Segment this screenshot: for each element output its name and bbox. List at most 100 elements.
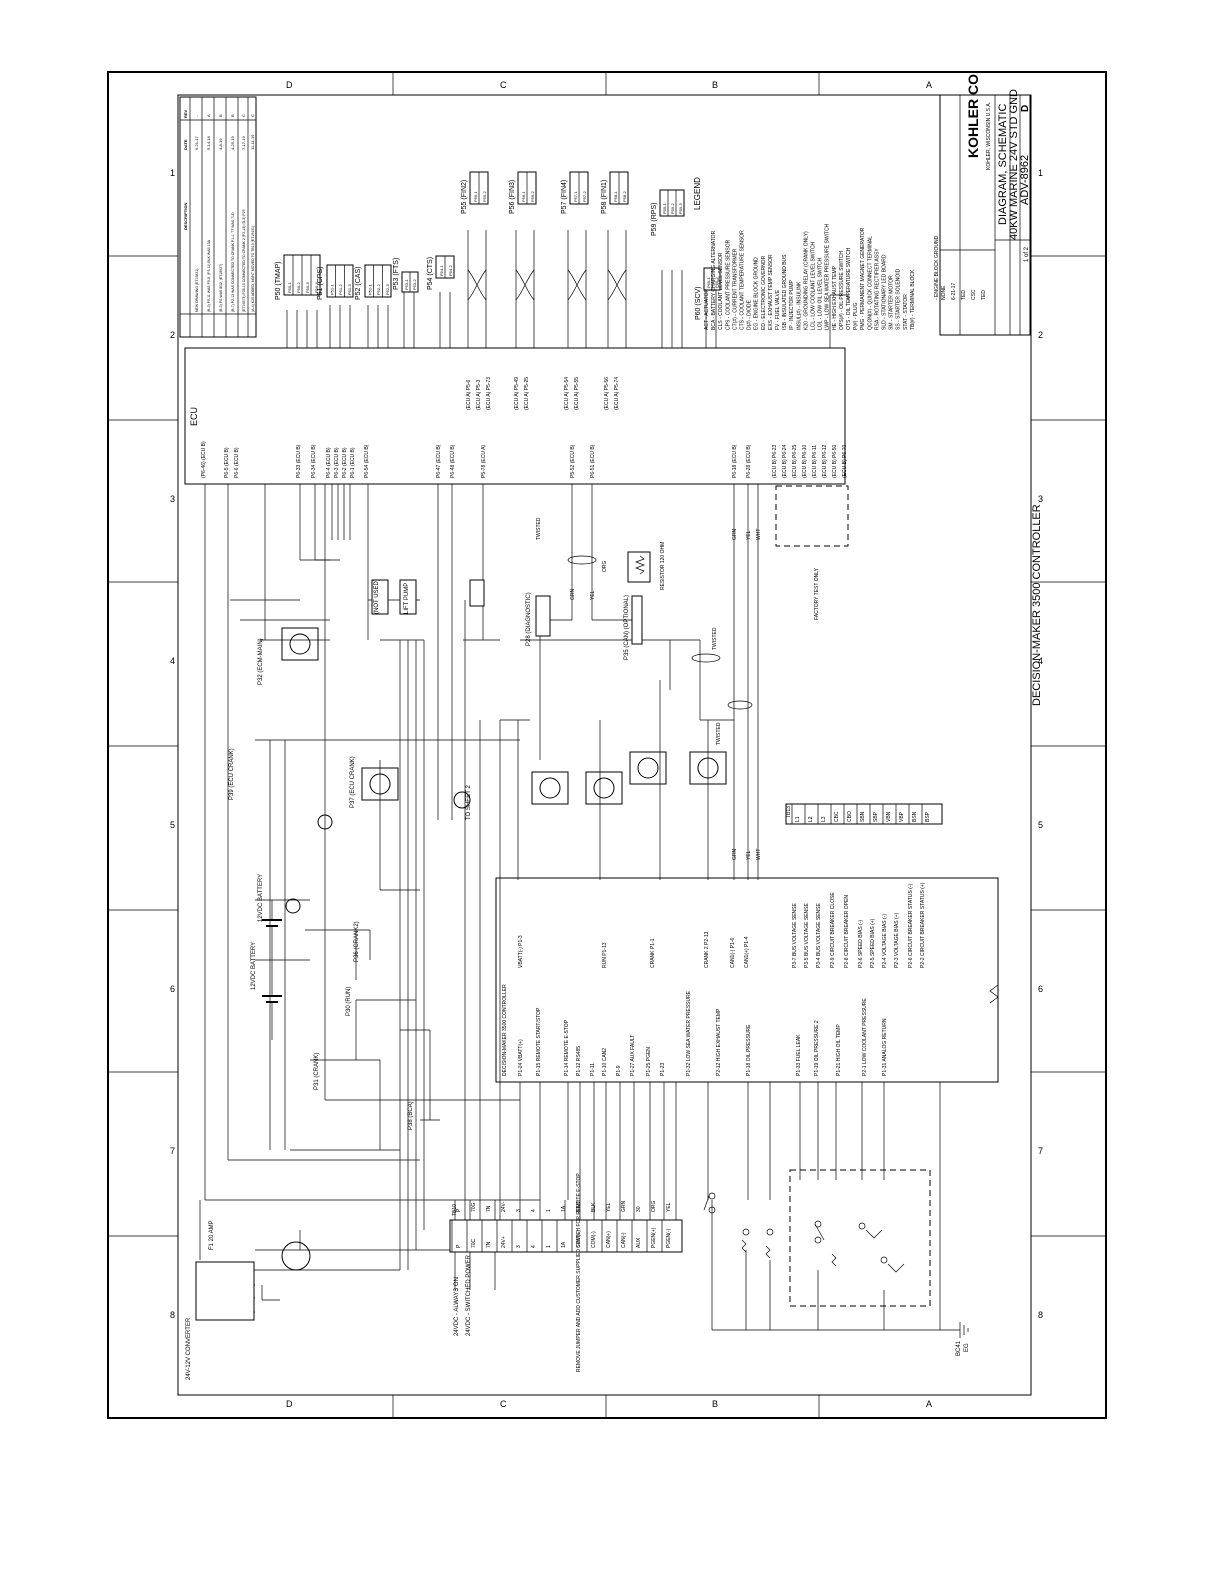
drawing-size: D — [1020, 105, 1031, 112]
diagnostic-label: P28 (DIAGNOSTIC) — [526, 592, 532, 646]
p36-label: P36 (CRANK2) — [354, 921, 360, 962]
legend-item: TB(#) - TERMINAL BLOCK — [910, 269, 916, 330]
rev-row-rev: - — [194, 115, 199, 117]
ecu-pin-label: (ECU B) P6-50 — [832, 444, 838, 478]
ecu-pin-label: P6-1 (ECU B) — [350, 447, 356, 478]
controller-input: P1-14 REMOTE E-STOP — [564, 1019, 570, 1076]
rev-row-rev: C — [241, 114, 246, 117]
sensor-name: P50 (TMAP) — [275, 261, 282, 300]
tb10-wire: 24V- — [501, 1201, 507, 1212]
legend-item: EXS - EXHAUST TEMP SENSOR — [768, 254, 774, 330]
factory-test-region — [775, 485, 849, 547]
ecu-pin-label: P6-18 (ECU B) — [732, 444, 738, 478]
sensor-name: P59 (RPS) — [651, 203, 658, 236]
legend-item: CTS - COOLANT TEMPERATURE SENSOR — [740, 230, 746, 330]
ecu-pin-label: P6-48 (ECU B) — [450, 444, 456, 478]
tb13-terminal: VBP — [899, 811, 905, 822]
svg-text:YEL: YEL — [746, 530, 752, 540]
rev-row-date: 9-14-18 — [206, 135, 211, 150]
sensor-connector — [364, 264, 392, 298]
rev-row-description: (B-3) P5-11 WAS P5-8, (P3-11) BLK WAS 10… — [207, 239, 211, 312]
legend-item: FV - FUEL VALVE — [775, 289, 781, 330]
sensor-pin: P60-1 — [706, 277, 711, 288]
zone-A-bottom: A — [926, 1399, 932, 1409]
controller-terminal: RUN P1-13 — [602, 942, 608, 968]
sensor-pin: P50-4 — [314, 282, 319, 293]
zone-1-right: 1 — [1038, 168, 1043, 178]
controller-input: P1-11 — [590, 1063, 596, 1076]
controller-terminal: P2-3 VOLTAGE BIAS (+) — [894, 912, 900, 968]
controller-terminal: P2-5 SPEED BIAS (+) — [870, 918, 876, 968]
controller-terminal: CAN1(-) P1-6 — [730, 937, 736, 968]
title-block: KOHLER CO. KOHLER, WISCONSIN U.S.A. DIAG… — [939, 70, 1031, 336]
tb10-terminal: CAN(+) — [606, 1231, 612, 1248]
legend-item: OTS - OIL TEMPERATURE SWITCH — [846, 247, 852, 330]
sensor-pin: P58-2 — [622, 191, 627, 202]
legend-item: RSA - ROTATING RECTIFIER ASSY — [874, 248, 880, 330]
sensor-pin: P55-2 — [482, 191, 487, 202]
main-wiring — [199, 484, 941, 1331]
checked-by: CSC — [971, 289, 977, 300]
ecu-pin-label: (ECU A) P5-49 — [514, 377, 520, 410]
sensor-connector — [326, 264, 354, 298]
controller-input: P1-23 — [660, 1062, 666, 1076]
zone-1-left: 1 — [170, 168, 175, 178]
rev-row-description: NEW DRAWING (ET15831) — [195, 269, 199, 312]
sensor-pin: P53-2 — [412, 279, 417, 290]
sensor-pin: P50-1 — [287, 282, 292, 293]
ecu-pin-label: P6-34 (ECU B) — [311, 444, 317, 478]
drawing-scale: NONE — [941, 285, 947, 300]
controller-input: P1-25 PGEN — [646, 1047, 652, 1076]
ecu-pin-label: P6-3 (ECU B) — [334, 447, 340, 478]
ecu-pin-label: P6-2 (ECU B) — [342, 447, 348, 478]
zone-8-right: 8 — [1038, 1310, 1043, 1320]
sensor-pin: P53-1 — [404, 279, 409, 290]
rev-header-rev: REV — [183, 109, 188, 118]
legend-item: D(#) - DIODE — [747, 299, 753, 330]
controller-terminal: CRANK 2 P2-13 — [704, 931, 710, 968]
zone-2-left: 2 — [170, 330, 175, 340]
controller-input: P1-19 OIL PRESSURE 2 — [814, 1020, 820, 1076]
factory-test-label: FACTORY TEST ONLY — [814, 567, 820, 620]
zone-labels: D C B A D C B A 8 7 6 5 4 3 2 1 8 7 6 5 … — [170, 80, 1043, 1409]
legend-item: ISB - INSULATED GROUND BUS — [782, 254, 788, 330]
lift-pump-label: LIFT PUMP — [404, 583, 410, 614]
controller-input: P1-27 AUX FAULT — [630, 1035, 636, 1076]
sheet-border — [107, 71, 1107, 1419]
engine-ground-symbol — [940, 1322, 969, 1338]
rev-row-description: (B-3) PS WAS 8G2, (ET18927) — [219, 264, 223, 312]
tb13-body — [785, 803, 943, 825]
tb10-wire: YEL — [666, 1202, 672, 1212]
ecu-pin-label: P6-33 (ECU B) — [296, 444, 302, 478]
company-address: KOHLER, WISCONSIN U.S.A. — [986, 102, 992, 170]
p38-label: P38 (BCA) — [408, 1101, 414, 1130]
sensor-pin: P57-1 — [573, 191, 578, 202]
rev-row-rev: B — [230, 114, 235, 117]
p32-label: P32 (ECM-MAIN) — [258, 638, 264, 685]
wire-color-tags: GRN YEL GRN YEL WHT GRN YEL WHT ORG — [570, 529, 762, 861]
relays — [281, 627, 727, 1271]
legend-item: SS - STARTER SOLENOID — [896, 268, 902, 330]
sensor-pin: P59-3 — [678, 203, 683, 214]
tb10-name: TB10 — [452, 1204, 458, 1216]
rev-row-date: 7-17-19 — [241, 135, 246, 150]
ecu-pin-label: P6-6 (ECU B) — [234, 447, 240, 478]
legend-item: STAT - STATOR — [903, 294, 909, 330]
sensor-name: P58 (FIN1) — [601, 180, 608, 214]
tb13-terminal: VBN — [886, 811, 892, 822]
tb10-wire: 1 — [546, 1209, 552, 1212]
zone-4-right: 4 — [1038, 656, 1043, 666]
tb13-terminal: L1 — [795, 816, 801, 822]
ecu-pin-label: (ECU B) P6-70 — [842, 444, 848, 478]
drawn-by: TED — [961, 290, 967, 300]
controller-input: P1-12 RS485 — [576, 1046, 582, 1076]
tb10-wire: 7N — [486, 1205, 492, 1212]
tb10-terminal: 1 — [546, 1245, 552, 1248]
sensor-pin: P52-2 — [376, 284, 381, 295]
zone-D-bottom: D — [286, 1399, 293, 1409]
legend-item: OPS(#) - OIL PRESSURE SWITCH — [839, 251, 845, 330]
rev-row-rev: A — [206, 114, 211, 117]
